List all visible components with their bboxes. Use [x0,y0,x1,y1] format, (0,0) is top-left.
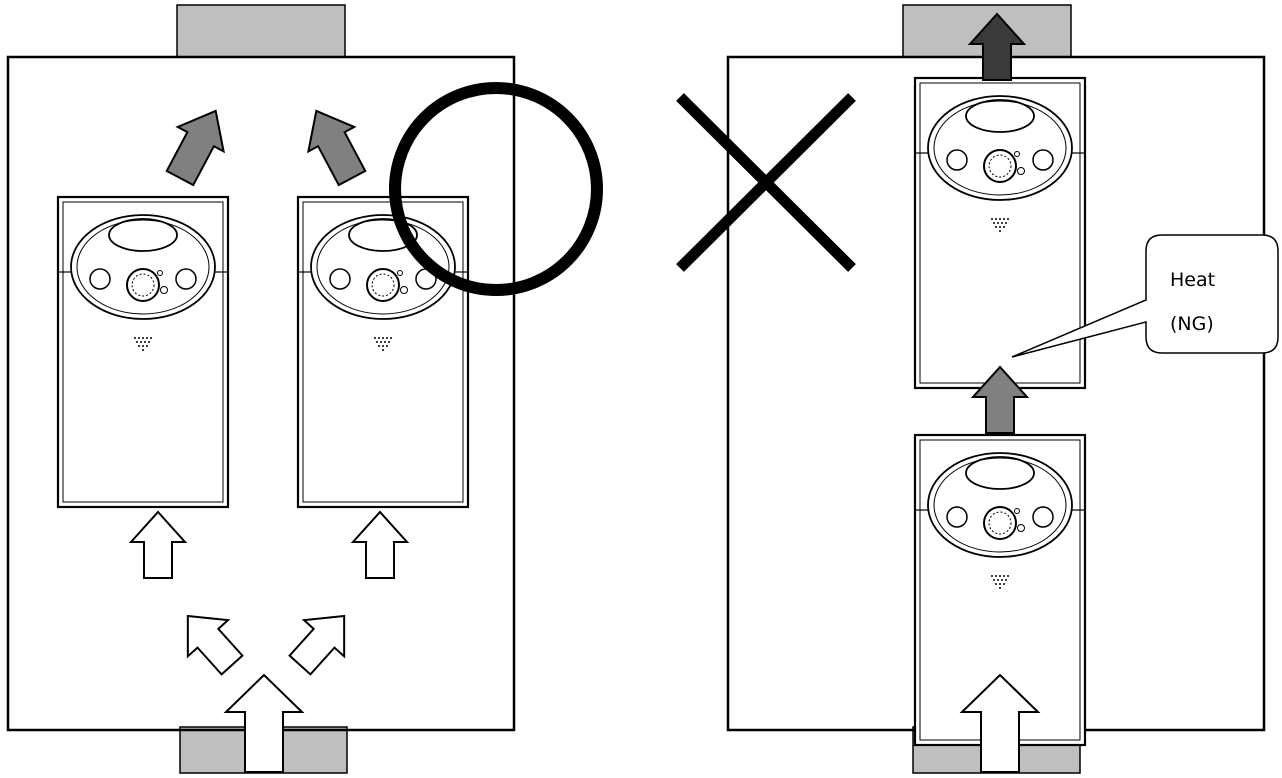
left-split-arrow-1 [166,596,254,685]
left-intake-arrow-2 [352,511,408,579]
left-inverter-1 [56,195,230,509]
left-top-vent [176,4,346,58]
callout-heat-label: Heat [1170,269,1215,291]
callout-ng-label: (NG) [1170,313,1214,335]
left-inverter-2 [296,195,470,509]
left-split-arrow-2 [278,596,366,685]
left-exhaust-arrow-1 [156,97,240,192]
left-panel [6,4,603,774]
left-exhaust-arrow-2 [292,97,376,192]
circle-mark-icon [389,82,603,296]
right-panel: Heat (NG) [676,4,1279,774]
left-intake-arrow-1 [130,511,186,579]
cross-mark-icon [676,93,856,272]
heat-callout-bubble [1011,234,1279,358]
